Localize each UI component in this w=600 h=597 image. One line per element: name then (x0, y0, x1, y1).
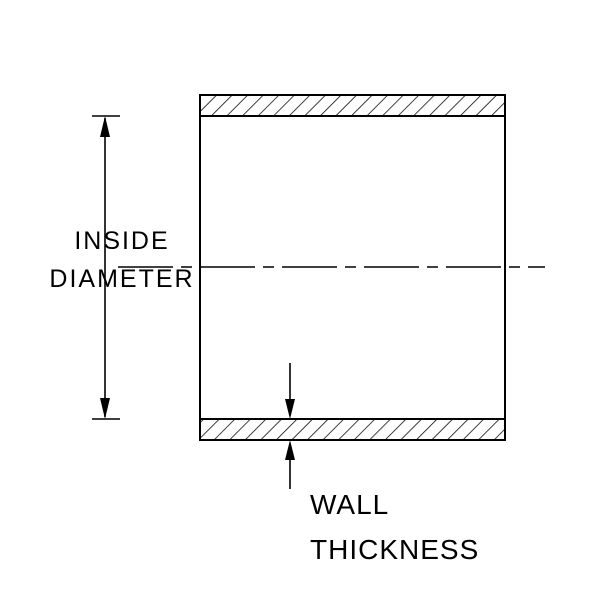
arrowhead-up-icon (100, 116, 110, 137)
arrowhead-down-icon (100, 398, 110, 419)
wall-thickness-dimension (285, 363, 295, 489)
inside-diameter-dimension (92, 115, 120, 420)
inside-diameter-label-line2: DIAMETER (49, 265, 194, 293)
bottom-wall-hatched-section (199, 418, 506, 441)
top-wall-hatched-section (199, 94, 506, 117)
arrowhead-down-to-wall-icon (285, 399, 295, 419)
wall-thickness-label-line2: THICKNESS (310, 534, 479, 565)
arrowhead-up-to-wall-icon (285, 440, 295, 460)
inside-diameter-label-line1: INSIDE (74, 227, 169, 255)
wall-thickness-label-line1: WALL (310, 489, 389, 520)
